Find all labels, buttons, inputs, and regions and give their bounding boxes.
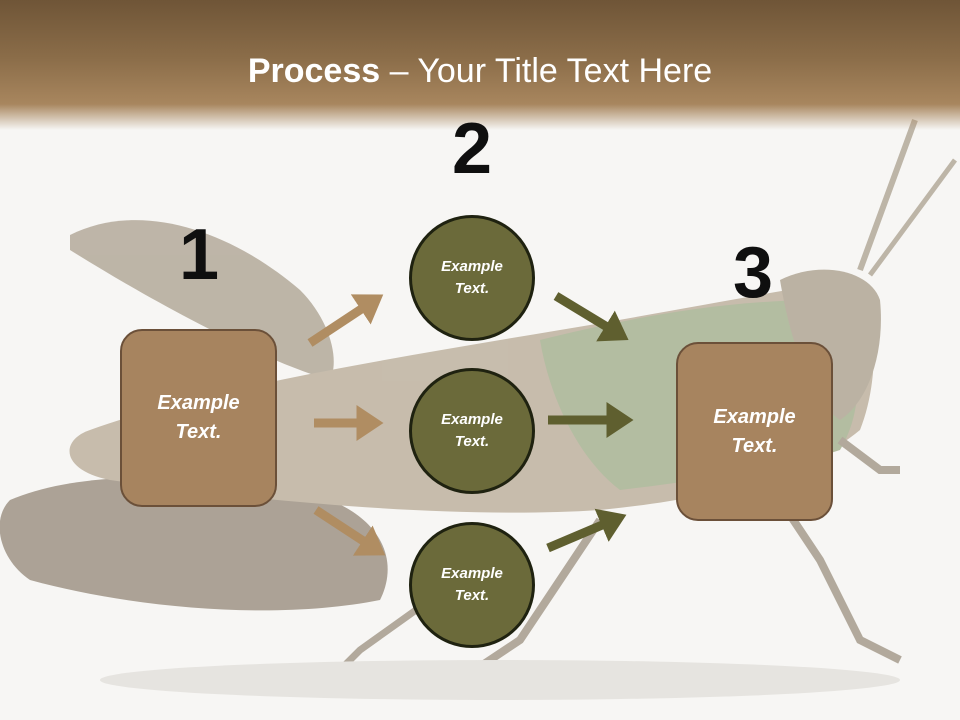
top-circle-text: Example Text. [441,257,503,298]
arrow-bottom-to-right [546,508,627,553]
step-number-1: 1 [178,215,220,295]
arrow-left-to-bottom [313,506,386,556]
bottom-circle-text: Example Text. [441,564,503,605]
title-bar [0,0,960,130]
step-number-2: 2 [451,109,493,189]
left-step-box-text: Example Text. [157,392,240,443]
slide-title: Process – Your Title Text Here [0,52,960,91]
middle-circle-text: Example Text. [441,410,503,451]
bottom-circle[interactable]: Example Text. [409,522,535,648]
right-step-box-text: Example Text. [713,405,796,457]
title-bold: Process [247,52,381,90]
left-step-box[interactable]: Example Text. [120,329,277,507]
right-step-box[interactable]: Example Text. [676,342,833,521]
title-rest: – Your Title Text Here [380,52,713,90]
top-circle[interactable]: Example Text. [409,215,535,341]
step-number-3: 3 [732,233,774,313]
middle-circle[interactable]: Example Text. [409,368,535,494]
arrow-left-to-top [307,294,384,347]
arrow-top-to-right [553,292,629,342]
